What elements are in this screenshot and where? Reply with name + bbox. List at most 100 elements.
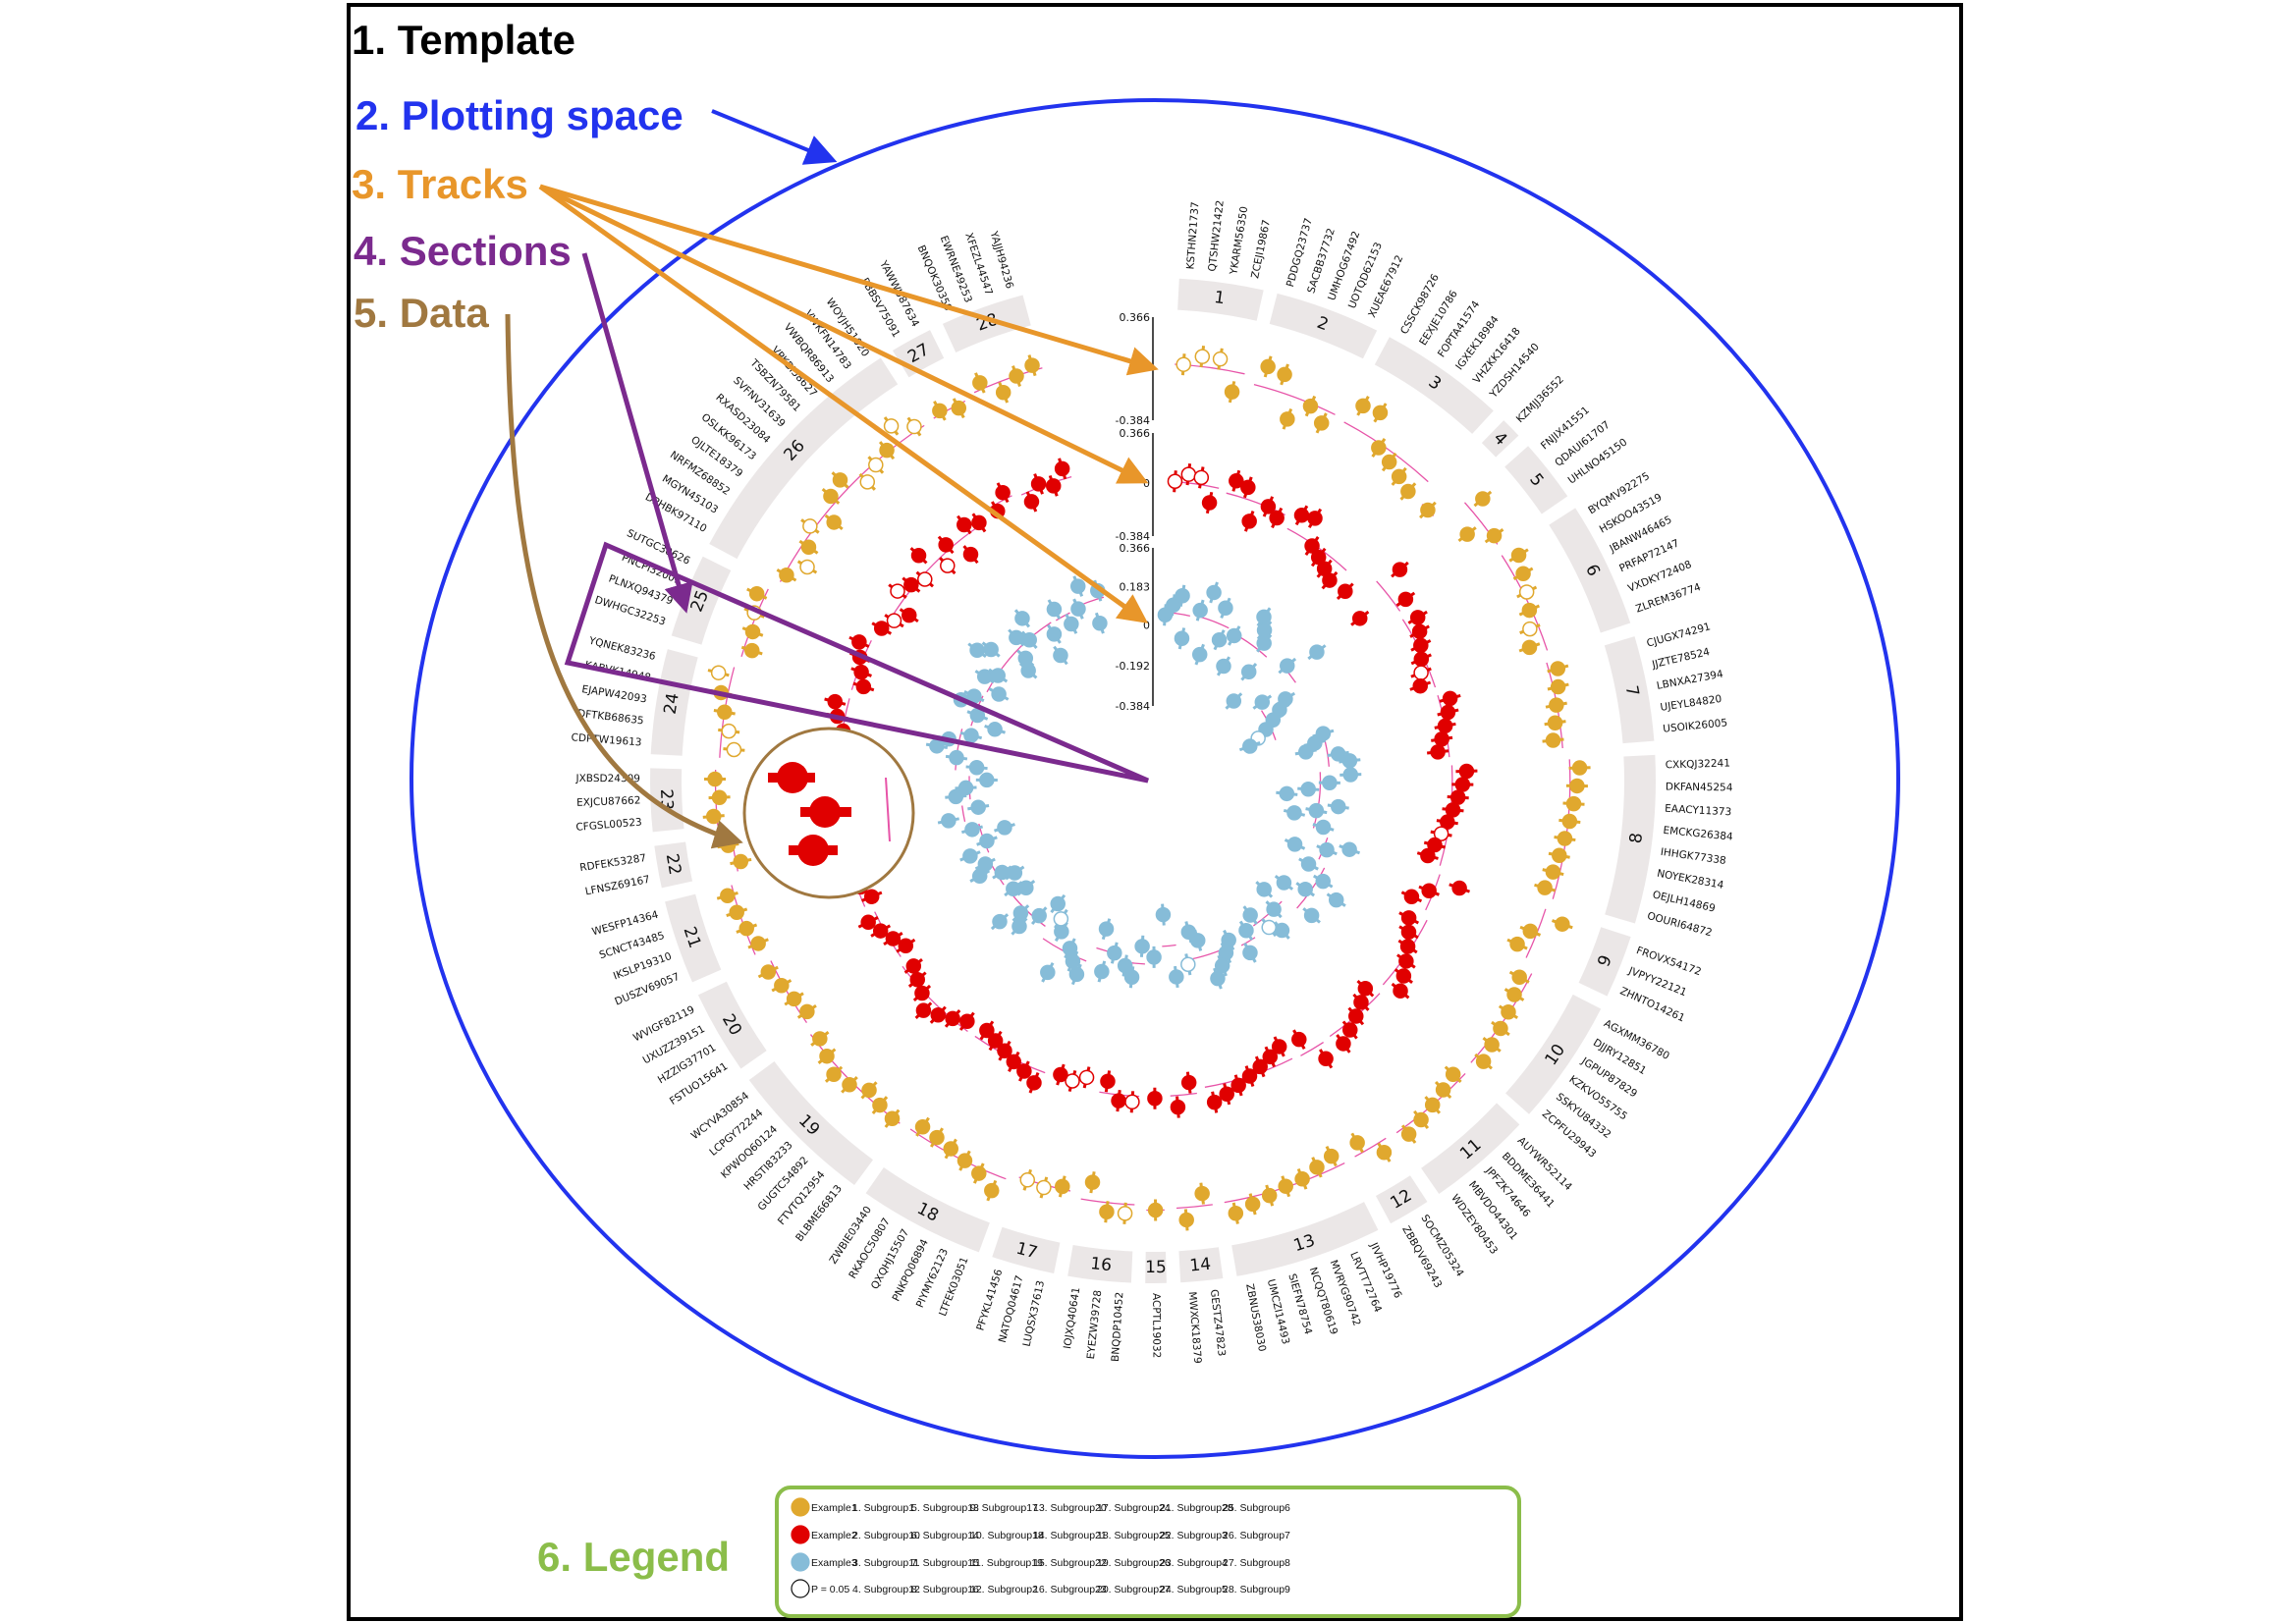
- data-point: [979, 833, 995, 849]
- data-point: [1475, 1054, 1492, 1069]
- data-point: [1009, 368, 1024, 384]
- data-point: [1313, 415, 1330, 431]
- data-point: [1571, 760, 1588, 776]
- data-point: [1400, 924, 1417, 941]
- section-band: [650, 649, 698, 756]
- axis-tick-label: 0.366: [1120, 542, 1151, 555]
- section-mean-line: [1170, 1092, 1197, 1097]
- data-point: [1424, 1097, 1441, 1113]
- data-point: [1552, 847, 1567, 863]
- data-point: [819, 1048, 835, 1064]
- section-band: [1605, 754, 1656, 924]
- section-number: 15: [1145, 1258, 1167, 1277]
- legend-subgroup-label: 4. Subgroup12: [852, 1584, 920, 1595]
- data-point: [959, 1013, 975, 1030]
- gene-label: JJZTE78524: [1650, 646, 1711, 671]
- data-point: [1014, 611, 1030, 626]
- data-point: [1175, 588, 1190, 604]
- data-point: [1206, 584, 1222, 601]
- data-point: [1224, 384, 1240, 400]
- data-point: [1451, 880, 1467, 896]
- data-point: [1155, 906, 1172, 923]
- data-point: [1180, 924, 1197, 940]
- axis-tick-label: 0: [1143, 477, 1150, 490]
- data-point: [1449, 789, 1466, 805]
- axis-tick-label: -0.192: [1116, 660, 1150, 673]
- data-point: [1342, 1022, 1358, 1038]
- data-point: [1297, 881, 1313, 897]
- gene-label: OEJLH14869: [1652, 889, 1717, 914]
- data-point: [1395, 968, 1412, 984]
- data-point: [823, 488, 839, 505]
- legend-subgroup-label: 16. Subgroup23: [1033, 1584, 1107, 1595]
- data-point: [1254, 694, 1271, 710]
- significant-point: [1065, 1073, 1080, 1089]
- legend-subgroup-label: 28. Subgroup9: [1223, 1584, 1290, 1595]
- data-point: [1509, 936, 1525, 952]
- legend-swatch-icon: [791, 1579, 810, 1598]
- data-point: [1240, 479, 1256, 496]
- section-number: 7: [1621, 684, 1643, 698]
- data-point: [1403, 889, 1420, 905]
- zoom-point: [809, 796, 841, 828]
- section-mean-line: [986, 622, 1052, 693]
- data-point: [1180, 1074, 1197, 1091]
- legend-subgroup-label: 18. Subgroup25: [1097, 1530, 1171, 1541]
- section-3: 3CSSCK98726EEXJE10786FOPTA41574IGXEK1898…: [1374, 272, 1542, 434]
- data-point: [872, 923, 889, 939]
- data-point: [929, 1129, 945, 1146]
- data-point: [990, 668, 1006, 683]
- data-point: [1240, 664, 1257, 680]
- data-point: [1256, 635, 1272, 651]
- data-point: [1214, 957, 1230, 974]
- section-26: 26DPHBK97110MGYN45103NRFMZ68852OJLTE1837…: [643, 297, 899, 560]
- section-number: 14: [1189, 1255, 1212, 1276]
- data-point: [1351, 611, 1368, 626]
- data-point: [1068, 966, 1085, 983]
- data-point: [984, 1182, 1000, 1199]
- data-point: [1435, 1082, 1451, 1098]
- data-point: [1147, 1202, 1164, 1218]
- data-point: [1006, 881, 1021, 896]
- significant-point: [1518, 584, 1535, 600]
- data-point: [997, 820, 1012, 836]
- data-point: [1178, 1212, 1194, 1228]
- data-point: [1271, 1039, 1287, 1054]
- data-point: [1094, 963, 1110, 980]
- data-point: [969, 642, 985, 658]
- data-point: [1557, 831, 1573, 846]
- data-point: [1024, 357, 1040, 373]
- data-point: [1315, 873, 1331, 890]
- data-point: [1192, 602, 1208, 619]
- data-point: [957, 780, 974, 796]
- data-point: [1099, 1204, 1115, 1219]
- data-point: [885, 931, 902, 946]
- data-point: [964, 822, 980, 838]
- gene-label: EAACY11373: [1665, 803, 1732, 819]
- data-point: [744, 623, 761, 640]
- section-mean-line: [770, 960, 807, 1023]
- data-point: [1092, 615, 1108, 631]
- legend-subgroup-label: 26. Subgroup7: [1223, 1530, 1290, 1541]
- data-point: [941, 813, 957, 829]
- data-point: [1459, 526, 1475, 542]
- data-point: [1434, 731, 1449, 747]
- data-point: [1098, 921, 1115, 937]
- gene-label: UMCZI14493: [1265, 1278, 1291, 1346]
- section-mean-line: [1300, 1042, 1325, 1056]
- data-point: [1053, 1066, 1068, 1083]
- data-point: [1322, 775, 1338, 791]
- data-point: [1486, 527, 1503, 544]
- significant-point: [886, 613, 902, 628]
- data-point: [851, 634, 867, 650]
- gene-label: NOYEK28314: [1656, 868, 1724, 892]
- data-point: [1256, 609, 1272, 625]
- data-arrow: [505, 313, 743, 849]
- legend-subgroup-label: 19. Subgroup26: [1097, 1557, 1171, 1569]
